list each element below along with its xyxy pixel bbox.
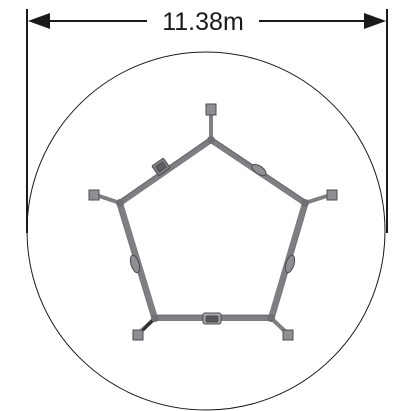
foot-pad-bottom-right [282, 329, 294, 341]
foot-pad-top [205, 103, 217, 116]
fitting-top-right [251, 163, 267, 177]
fitting-bottom-inner [205, 315, 219, 323]
foot-pad-left [88, 189, 100, 201]
width-dimension: 11.38m [26, 8, 388, 233]
beam-fittings [129, 157, 296, 325]
right-arrowhead-icon [364, 13, 386, 29]
corner-connectors [116, 136, 309, 322]
pentagon-frame [88, 103, 338, 341]
foot-pads [88, 103, 338, 341]
fitting-right [284, 254, 296, 274]
left-arrowhead-icon [28, 13, 50, 29]
fitting-left [129, 254, 141, 274]
foot-pad-right [326, 189, 338, 201]
foot-pad-bottom-left [132, 329, 144, 341]
fitting-top-left-inner [155, 161, 167, 173]
frame-beams [117, 137, 308, 321]
dimension-label: 11.38m [162, 8, 244, 36]
